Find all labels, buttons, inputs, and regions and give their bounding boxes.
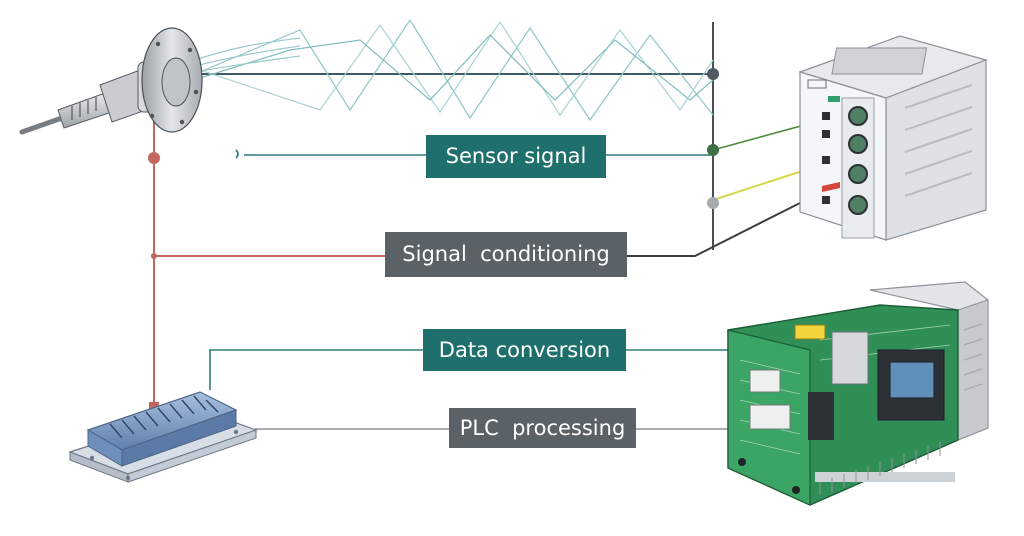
conditioning-output-wire (625, 202, 801, 257)
signal-wave-pattern (194, 18, 714, 122)
bus-dot-middle (707, 144, 719, 156)
label-data-conversion: Data conversion (423, 329, 626, 371)
plc-circuit-board-icon (727, 281, 989, 506)
bus-dot-top (707, 68, 719, 80)
sensor-probe-icon (19, 27, 203, 135)
label-sensor-signal: Sensor signal (426, 135, 606, 178)
bus-dot-bottom (707, 197, 719, 209)
label-plc-processing: PLC processing (449, 408, 636, 448)
data-conversion-wire-left (209, 349, 423, 390)
label-signal-conditioning: Signal conditioning (385, 232, 627, 277)
red-dot-top (148, 152, 160, 164)
signal-conditioner-module-icon (798, 35, 988, 241)
heatsink-converter-icon (68, 391, 258, 483)
red-dot-middle (151, 253, 157, 259)
